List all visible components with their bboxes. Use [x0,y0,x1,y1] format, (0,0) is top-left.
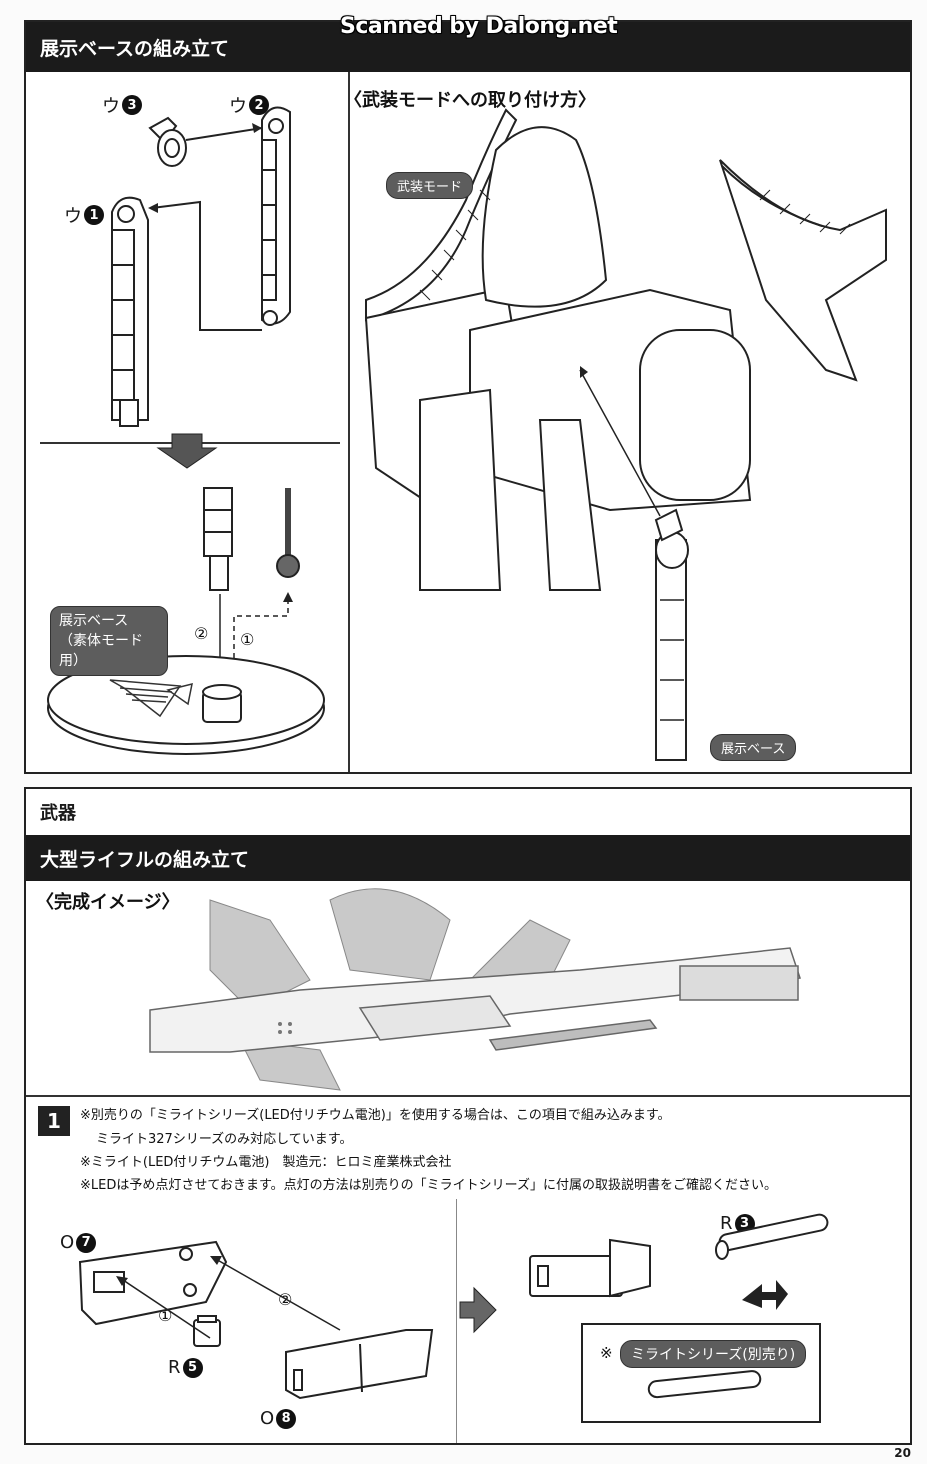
section-divider [348,72,350,772]
step1-note-1: ※別売りの「ミライトシリーズ(LED付リチウム電池)」を使用する場合は、この項目… [80,1108,671,1123]
mirite-mark: ※ [600,1344,613,1362]
step1-divider [456,1199,457,1443]
scan-watermark: Scanned by Dalong.net [340,14,618,39]
large-rifle-illustration [149,888,801,1091]
section-title: 展示ベースの組み立て [40,37,230,60]
step1-note-3: ※ミライト(LED付リチウム電池) 製造元：ヒロミ産業株式会社 [80,1155,452,1170]
weapons-heading: 武器 [40,803,76,824]
display-base-body-mode-label: 展示ベース （素体モード用） [50,606,168,676]
completed-image-divider [26,1095,910,1097]
step-marker-2: ② [194,624,209,643]
rifle-title: 大型ライフルの組み立て [40,848,250,871]
step1-note-4: ※LEDは予め点灯させておきます。点灯の方法は別売りの「ミライトシリーズ」に付属… [80,1178,778,1193]
armed-mode-figure-illustration [364,108,887,761]
completed-image-label: 〈完成イメージ〉 [36,892,180,913]
page-number: 20 [894,1446,911,1460]
section-title-bar: 展示ベースの組み立て [26,22,910,72]
step-marker-1: ① [240,630,255,649]
display-base-label: 展示ベース [710,734,797,761]
step-1-number: 1 [38,1106,70,1136]
mirite-series-label: ミライトシリーズ(別売り) [620,1340,807,1368]
stand-parts-diagram [47,106,325,755]
rifle-title-bar: 大型ライフルの組み立て [26,835,910,881]
armed-mode-subtitle: 〈武装モードへの取り付け方〉 [344,90,596,111]
armed-mode-label: 武装モード [386,172,474,199]
step1-note-2: ミライト327シリーズのみ対応しています。 [96,1132,353,1147]
